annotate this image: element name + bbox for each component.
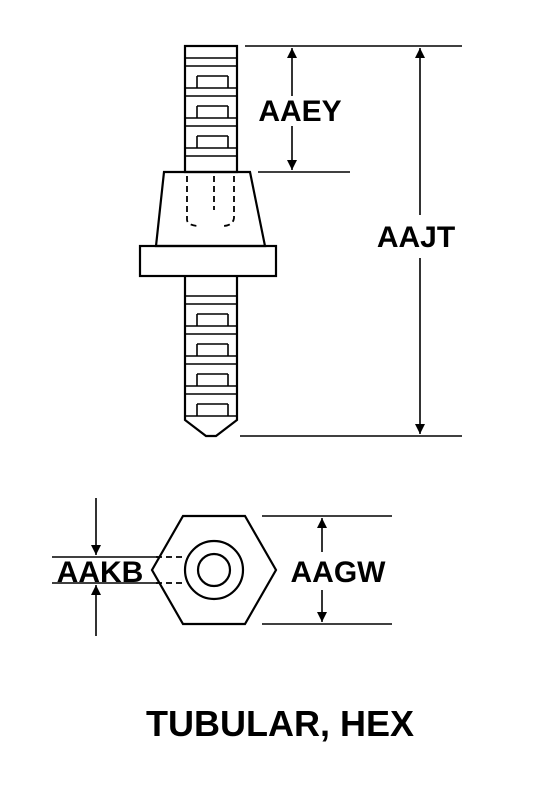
diagram-caption: TUBULAR, HEX	[146, 703, 414, 744]
aaey-label: AAEY	[258, 95, 341, 128]
upper-threaded-stud	[183, 44, 239, 174]
aagw-dimension	[262, 515, 392, 625]
aagw-label: AAGW	[291, 556, 387, 589]
aajt-label: AAJT	[377, 221, 455, 254]
aakb-dimension	[52, 498, 158, 636]
aajt-dimension	[240, 48, 462, 437]
aakb-label: AAKB	[57, 556, 144, 589]
hex-end-view	[150, 514, 278, 626]
lower-threaded-stud	[183, 276, 239, 438]
tapered-body	[154, 170, 267, 248]
hex-flange	[138, 244, 278, 278]
aaey-dimension	[245, 45, 462, 173]
